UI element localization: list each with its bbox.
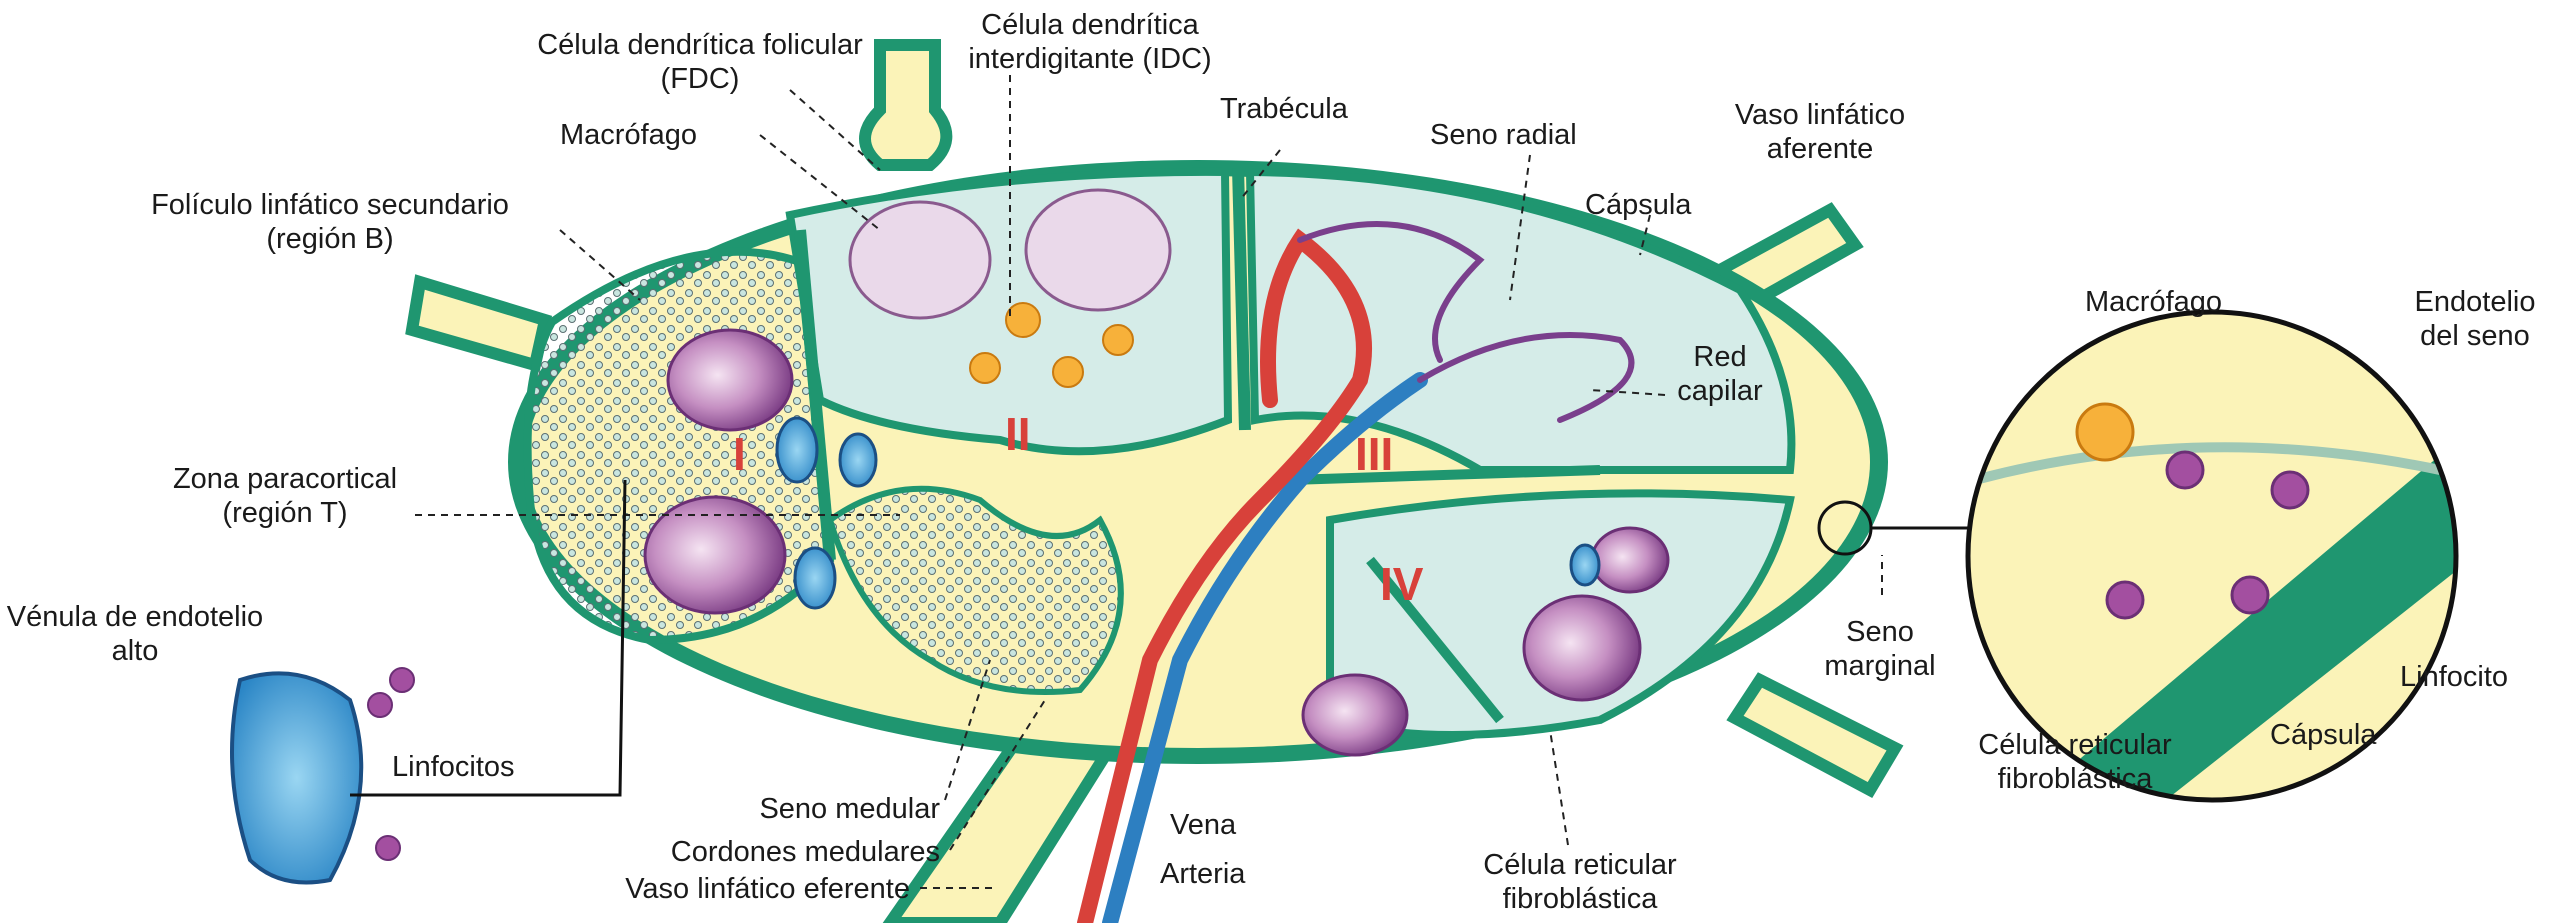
afferent-vessel-right-lower bbox=[1735, 680, 1895, 790]
idc-cell-3 bbox=[970, 353, 1000, 383]
label-macrofago: Macrófago bbox=[560, 118, 697, 152]
label-fdc: Célula dendrítica folicular (FDC) bbox=[500, 28, 900, 96]
hev-section-4 bbox=[1571, 545, 1599, 585]
label-capsula: Cápsula bbox=[1585, 188, 1691, 222]
follicle-5 bbox=[1303, 675, 1407, 755]
label-inset-linfocito: Linfocito bbox=[2400, 660, 2508, 694]
lymphocyte-free-1 bbox=[390, 668, 414, 692]
follicle-1 bbox=[668, 330, 792, 430]
region-ii-numeral: II bbox=[1005, 408, 1031, 460]
label-seno-medular: Seno medular bbox=[660, 792, 940, 826]
region-i-numeral: I bbox=[733, 428, 746, 480]
inset-lymphocyte-3 bbox=[2107, 582, 2143, 618]
hev-detail bbox=[232, 668, 414, 883]
fdc-cluster-2 bbox=[1026, 190, 1170, 310]
idc-cell-1 bbox=[1006, 303, 1040, 337]
label-trabecula: Trabécula bbox=[1220, 92, 1348, 126]
label-inset-macrofago: Macrófago bbox=[2085, 285, 2222, 319]
label-red-capilar: Red capilar bbox=[1665, 340, 1775, 408]
afferent-vessel-left bbox=[412, 282, 545, 365]
hev-section-1 bbox=[777, 418, 817, 482]
label-idc: Célula dendrítica interdigitante (IDC) bbox=[920, 8, 1260, 76]
label-seno-radial: Seno radial bbox=[1430, 118, 1577, 152]
inset-lymphocyte-4 bbox=[2232, 577, 2268, 613]
hev-section-3 bbox=[795, 548, 835, 608]
label-vaso-eferente: Vaso linfático eferente bbox=[510, 872, 910, 906]
idc-cell-2 bbox=[1103, 325, 1133, 355]
label-seno-marginal: Seno marginal bbox=[1810, 615, 1950, 683]
label-vaso-aferente: Vaso linfático aferente bbox=[1690, 98, 1950, 166]
label-venula: Vénula de endotelio alto bbox=[0, 600, 270, 668]
label-inset-capsula: Cápsula bbox=[2270, 718, 2376, 752]
label-celula-reticular: Célula reticular fibroblástica bbox=[1420, 848, 1740, 916]
leader-celula-reticular bbox=[1550, 730, 1568, 845]
hev-section-2 bbox=[840, 434, 876, 486]
inset-lymphocyte-2 bbox=[2272, 472, 2308, 508]
idc-cell-4 bbox=[1053, 357, 1083, 387]
label-vena: Vena bbox=[1170, 808, 1236, 842]
label-foliculo: Folículo linfático secundario (región B) bbox=[120, 188, 540, 256]
lymph-node-body bbox=[508, 160, 1888, 764]
follicle-4 bbox=[1524, 596, 1640, 700]
label-inset-celula-reticular: Célula reticular fibroblástica bbox=[1925, 728, 2225, 796]
trabecula-2 bbox=[1238, 168, 1245, 430]
inset-lymphocyte-1 bbox=[2167, 452, 2203, 488]
inset-macrophage bbox=[2077, 404, 2133, 460]
label-cordones: Cordones medulares bbox=[560, 835, 940, 869]
lymphocyte-free-2 bbox=[368, 693, 392, 717]
follicle-3 bbox=[1592, 528, 1668, 592]
label-inset-endotelio: Endotelio del seno bbox=[2400, 285, 2550, 353]
hev-detail-shape bbox=[232, 673, 361, 882]
fdc-cluster-1 bbox=[850, 202, 990, 318]
label-arteria: Arteria bbox=[1160, 857, 1245, 891]
region-iii-numeral: III bbox=[1355, 428, 1393, 480]
label-linfocitos: Linfocitos bbox=[392, 750, 515, 784]
lymphocyte-free-3 bbox=[376, 836, 400, 860]
region-iv-numeral: IV bbox=[1380, 558, 1424, 610]
label-zona-paracortical: Zona paracortical (región T) bbox=[140, 462, 430, 530]
